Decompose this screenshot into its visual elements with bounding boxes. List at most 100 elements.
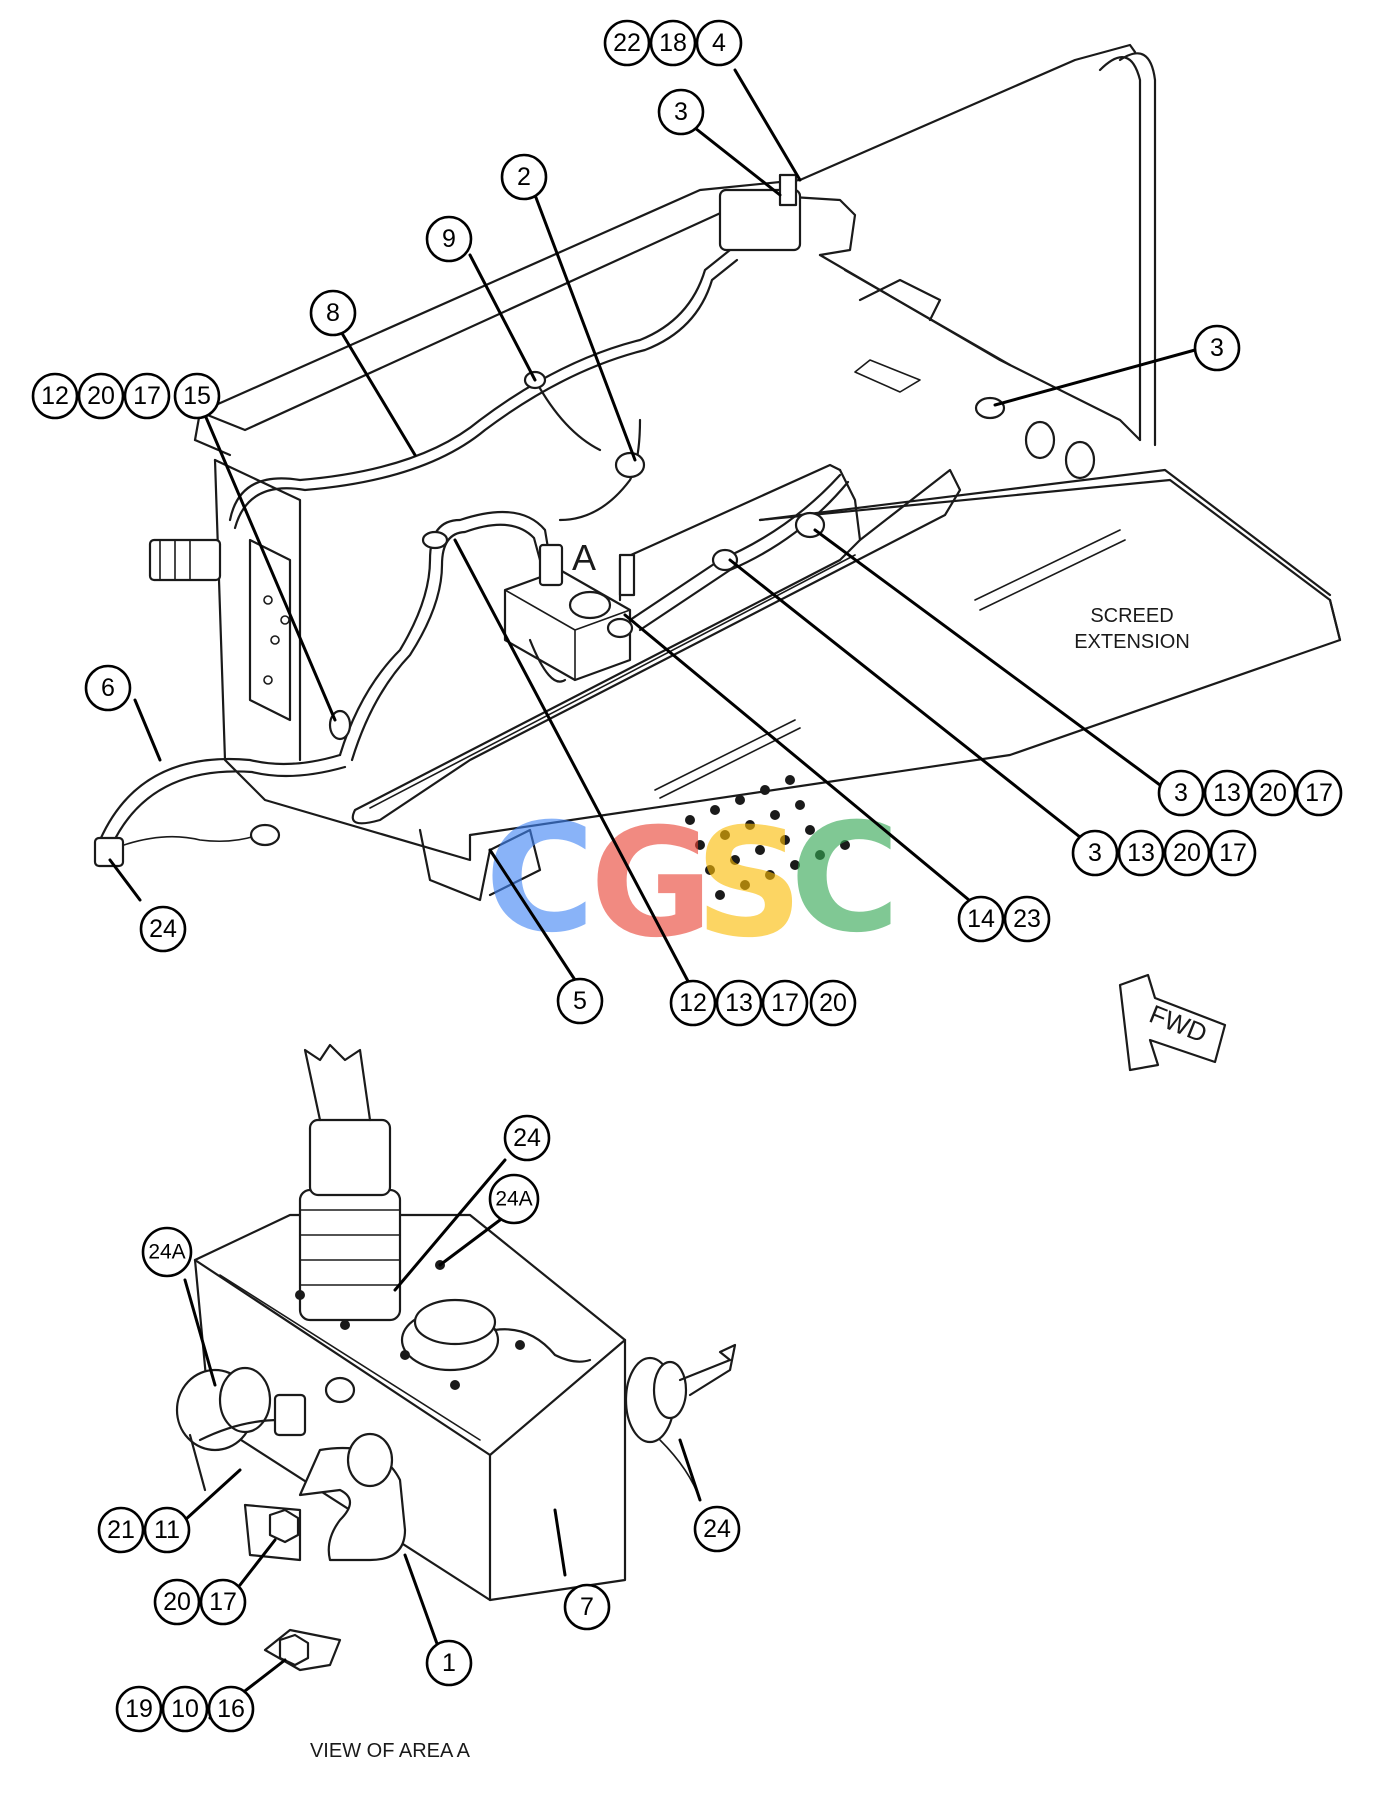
- callout-balloon: 18: [649, 19, 697, 67]
- callout-balloon: 17: [199, 1578, 247, 1626]
- callout-balloon: 24: [693, 1505, 741, 1553]
- callout-balloon: 24A: [141, 1226, 193, 1278]
- svg-text:15: 15: [183, 382, 211, 410]
- svg-text:1: 1: [442, 1649, 456, 1677]
- svg-text:24: 24: [149, 915, 177, 943]
- svg-text:13: 13: [1127, 839, 1155, 867]
- perforated-plate: [685, 775, 850, 900]
- svg-text:17: 17: [1219, 839, 1247, 867]
- svg-text:20: 20: [1259, 779, 1287, 807]
- svg-text:21: 21: [107, 1516, 135, 1544]
- callout-balloon: 3: [657, 88, 705, 136]
- detail-view: [175, 1043, 737, 1672]
- callout-balloon: 17: [1209, 829, 1257, 877]
- callout-balloon: 22: [603, 19, 651, 67]
- svg-text:9: 9: [442, 225, 456, 253]
- callout-balloon: 20: [1249, 769, 1297, 817]
- svg-text:10: 10: [171, 1695, 199, 1723]
- callout-balloon: 9: [425, 215, 473, 263]
- callout-balloon: 11: [143, 1506, 191, 1554]
- svg-text:8: 8: [326, 299, 340, 327]
- callout-balloon: 8: [309, 289, 357, 337]
- svg-text:20: 20: [819, 989, 847, 1017]
- svg-text:23: 23: [1013, 905, 1041, 933]
- svg-text:11: 11: [154, 1516, 180, 1544]
- watermark: C G S C: [485, 792, 900, 971]
- harness-components: [93, 173, 1096, 868]
- callout-balloon: 10: [161, 1685, 209, 1733]
- callout-balloon: 23: [1003, 895, 1051, 943]
- screed-extension-label-line2: EXTENSION: [1074, 631, 1190, 653]
- callout-balloon: 17: [1295, 769, 1343, 817]
- svg-text:6: 6: [101, 674, 115, 702]
- svg-text:2: 2: [517, 163, 531, 191]
- callout-balloon: 17: [123, 372, 171, 420]
- svg-text:20: 20: [87, 382, 115, 410]
- callouts: 22 18 4 3 2 9 8 12 20 17 15 3 6 24 3 13 …: [31, 19, 1343, 1733]
- callout-balloon: 12: [31, 372, 79, 420]
- svg-text:24: 24: [703, 1515, 731, 1543]
- svg-text:7: 7: [580, 1593, 594, 1621]
- svg-text:13: 13: [725, 989, 753, 1017]
- svg-text:3: 3: [1210, 334, 1224, 362]
- callout-balloon: 20: [77, 372, 125, 420]
- svg-text:13: 13: [1213, 779, 1241, 807]
- callout-balloon: 6: [84, 664, 132, 712]
- callout-balloon: 13: [1117, 829, 1165, 877]
- svg-text:20: 20: [1173, 839, 1201, 867]
- svg-text:24: 24: [513, 1124, 541, 1152]
- callout-balloon: 20: [153, 1578, 201, 1626]
- svg-text:12: 12: [41, 382, 69, 410]
- callout-balloon: 24: [503, 1114, 551, 1162]
- svg-text:17: 17: [133, 382, 161, 410]
- wiring-harness: [98, 248, 850, 851]
- svg-text:20: 20: [163, 1588, 191, 1616]
- svg-text:12: 12: [679, 989, 707, 1017]
- callout-balloon: 3: [1193, 324, 1241, 372]
- svg-text:17: 17: [209, 1588, 237, 1616]
- callout-balloon: 12: [669, 979, 717, 1027]
- watermark-letter: S: [695, 797, 803, 971]
- svg-text:19: 19: [125, 1695, 153, 1723]
- callout-balloon: 16: [207, 1685, 255, 1733]
- callout-balloon: 24: [139, 905, 187, 953]
- screed-extension-label-line1: SCREED: [1090, 605, 1173, 627]
- callout-balloon: 3: [1071, 829, 1119, 877]
- svg-text:3: 3: [1088, 839, 1102, 867]
- callout-balloon: 17: [761, 979, 809, 1027]
- callout-balloon: 20: [1163, 829, 1211, 877]
- leader-lines: [108, 68, 1197, 1720]
- callout-balloon: 19: [115, 1685, 163, 1733]
- watermark-letter: C: [485, 792, 595, 966]
- callout-balloon: 5: [556, 977, 604, 1025]
- svg-text:16: 16: [217, 1695, 245, 1723]
- svg-text:24A: 24A: [148, 1241, 185, 1264]
- callout-balloon: 15: [173, 372, 221, 420]
- callout-balloon: 4: [695, 19, 743, 67]
- callout-balloon: 24A: [488, 1173, 540, 1225]
- callout-balloon: 14: [957, 895, 1005, 943]
- svg-text:22: 22: [613, 29, 641, 57]
- callout-balloon: 21: [97, 1506, 145, 1554]
- callout-balloon: 1: [425, 1639, 473, 1687]
- svg-text:3: 3: [674, 98, 688, 126]
- callout-balloon: 3: [1157, 769, 1205, 817]
- watermark-letter: G: [590, 797, 713, 971]
- fwd-arrow: FWD: [1118, 973, 1227, 1072]
- svg-text:14: 14: [967, 905, 995, 933]
- svg-text:24A: 24A: [495, 1188, 532, 1211]
- svg-text:3: 3: [1174, 779, 1188, 807]
- view-caption: VIEW OF AREA A: [310, 1740, 471, 1762]
- area-a-marker: A: [572, 537, 596, 578]
- callout-balloon: 7: [563, 1583, 611, 1631]
- svg-text:18: 18: [659, 29, 687, 57]
- callout-balloon: 13: [715, 979, 763, 1027]
- callout-balloon: 13: [1203, 769, 1251, 817]
- svg-text:4: 4: [712, 29, 726, 57]
- screed-frame: [193, 43, 1342, 902]
- svg-text:17: 17: [771, 989, 799, 1017]
- callout-balloon: 2: [500, 153, 548, 201]
- svg-text:17: 17: [1305, 779, 1333, 807]
- watermark-letter: C: [790, 792, 900, 966]
